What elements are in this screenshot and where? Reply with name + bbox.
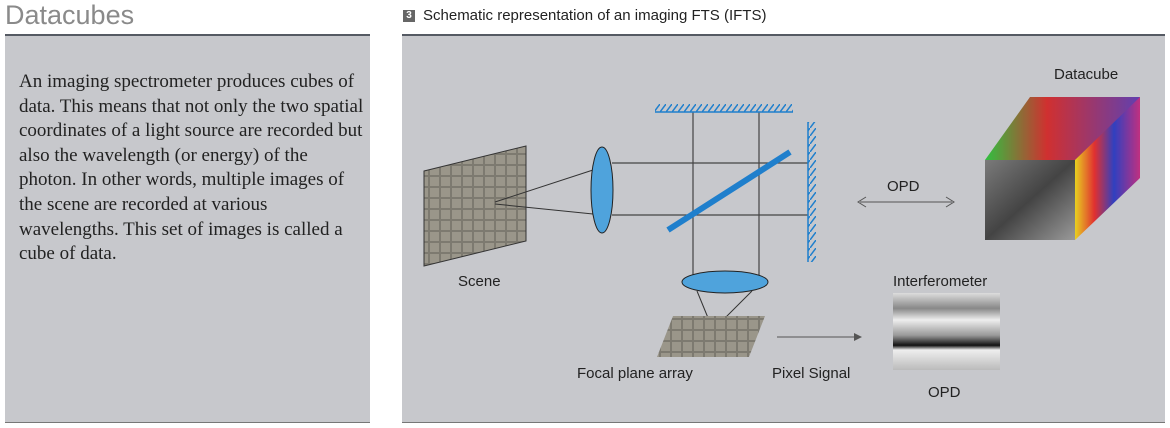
moving-mirror <box>808 122 816 262</box>
text-panel: An imaging spectrometer produces cubes o… <box>5 34 370 423</box>
figure-caption: 3 Schematic representation of an imaging… <box>403 7 766 24</box>
figure-caption-text: Schematic representation of an imaging F… <box>423 7 767 24</box>
datacube-image <box>985 97 1140 240</box>
body-text: An imaging spectrometer produces cubes o… <box>19 71 364 265</box>
focal-plane-array <box>657 316 765 357</box>
label-opd-arrow: OPD <box>887 178 920 195</box>
focusing-lens <box>681 270 769 294</box>
arrow-right-icon <box>854 333 862 341</box>
label-opd-bottom: OPD <box>928 384 961 401</box>
figure-number: 3 <box>403 9 415 22</box>
label-interferometer: Interferometer <box>893 273 988 290</box>
collimating-lens <box>590 146 614 234</box>
label-pixel-signal: Pixel Signal <box>772 365 851 382</box>
label-datacube: Datacube <box>1054 66 1119 83</box>
interferogram-image <box>893 293 1000 370</box>
section-title: Datacubes <box>5 0 135 30</box>
beam-splitter <box>666 149 792 233</box>
double-arrow-icon <box>857 196 955 208</box>
label-focal-plane: Focal plane array <box>577 365 693 382</box>
scene-image <box>423 145 527 267</box>
label-scene: Scene <box>458 273 501 290</box>
fixed-mirror <box>655 104 793 112</box>
